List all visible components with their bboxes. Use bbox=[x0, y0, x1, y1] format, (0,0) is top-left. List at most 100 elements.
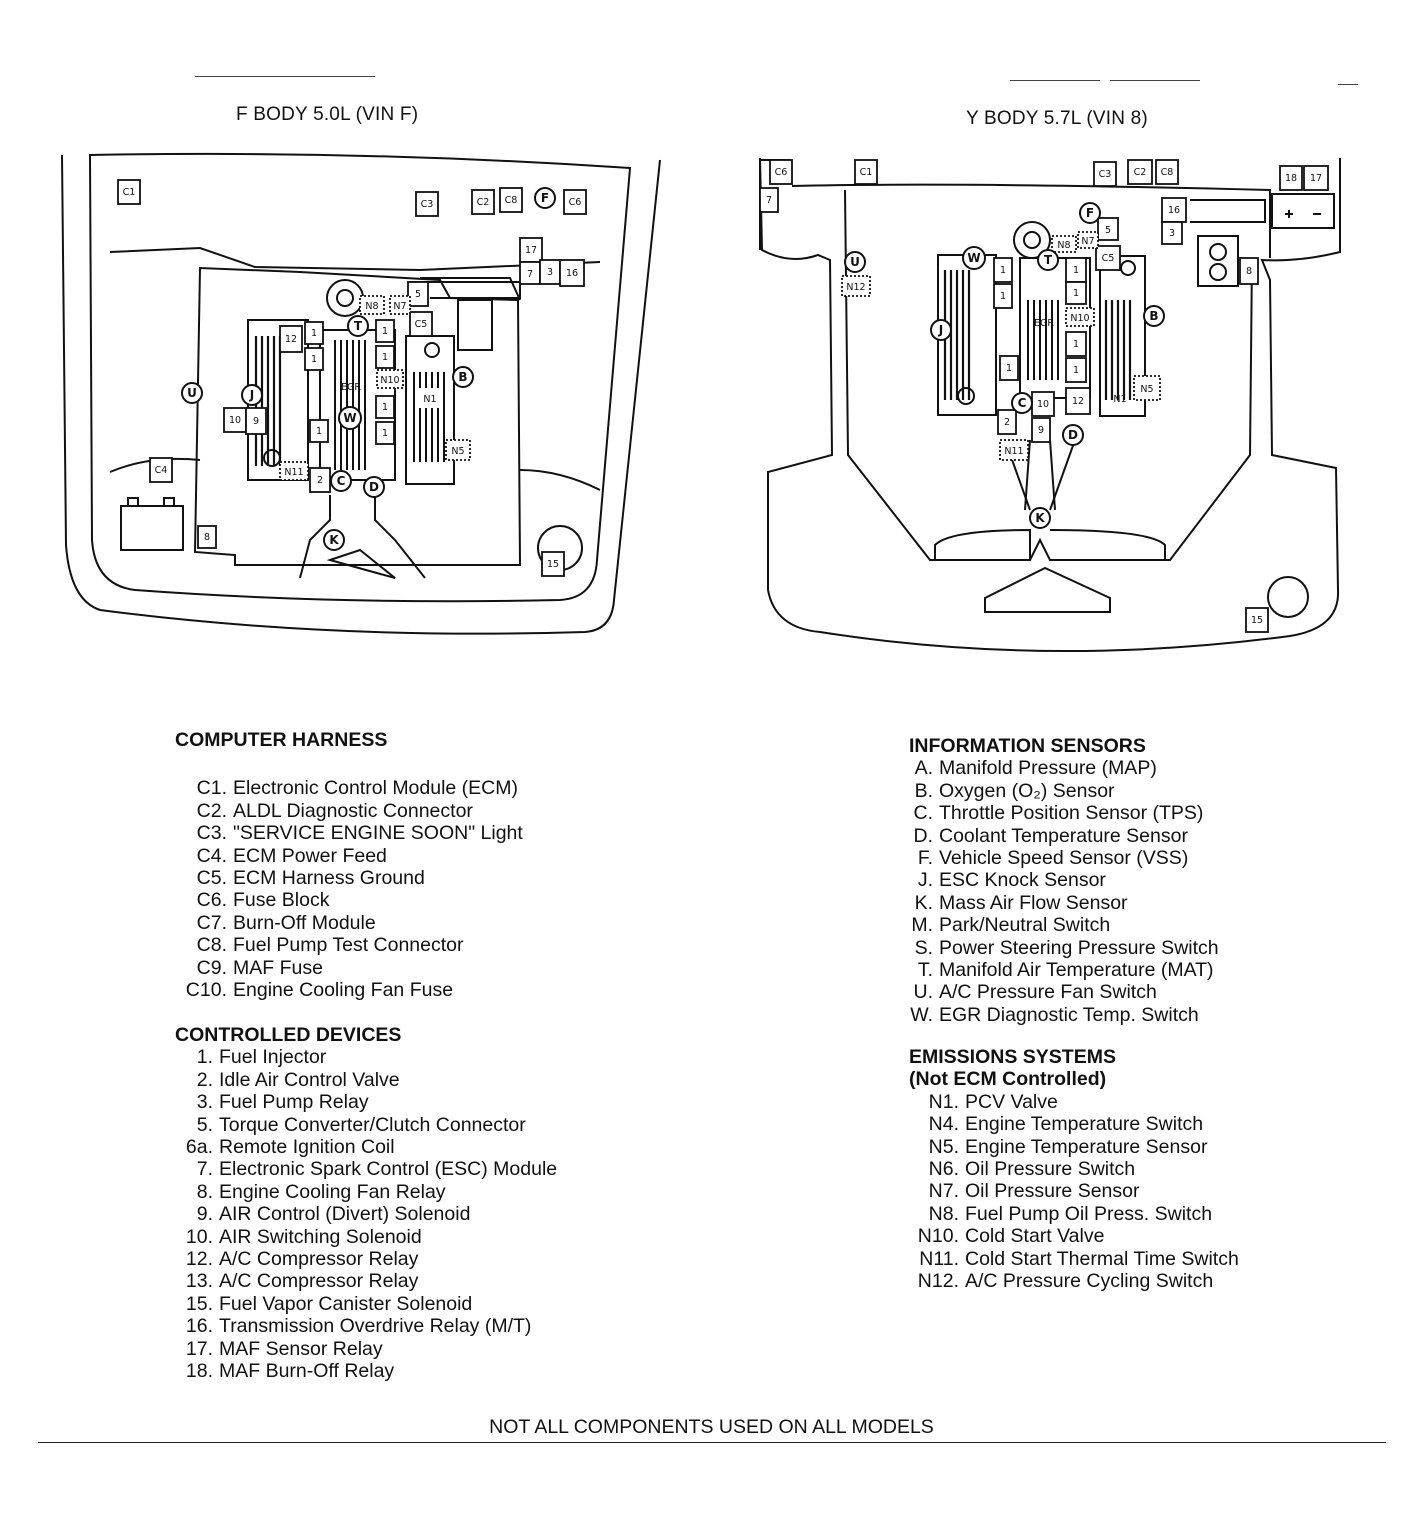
svg-text:10: 10 bbox=[229, 415, 241, 426]
sensor-r-c: C bbox=[1011, 392, 1033, 414]
svg-text:1: 1 bbox=[311, 328, 317, 339]
emissions-systems-subtitle: (Not ECM Controlled) bbox=[909, 1068, 1107, 1091]
svg-text:N8: N8 bbox=[365, 301, 378, 312]
legend-item-code: 17. bbox=[185, 1337, 213, 1360]
legend-item: 7.Electronic Spark Control (ESC) Module bbox=[175, 1158, 557, 1180]
legend-item-text: Oxygen (O₂) Sensor bbox=[939, 779, 1115, 802]
legend-item-text: MAF Fuse bbox=[233, 956, 323, 979]
legend-item-text: Engine Temperature Switch bbox=[965, 1113, 1204, 1136]
label-n8: N8 bbox=[359, 295, 385, 315]
label-c2: C2 bbox=[471, 189, 495, 215]
legend-item-code: C6. bbox=[196, 889, 227, 912]
legend-item: C6. Fuse Block bbox=[175, 889, 523, 911]
legend-item-text: Cold Start Valve bbox=[965, 1225, 1105, 1248]
svg-text:N8: N8 bbox=[1057, 240, 1070, 251]
legend-item-code: S. bbox=[914, 936, 933, 959]
svg-text:1: 1 bbox=[1073, 288, 1079, 299]
legend-item-text: ECM Power Feed bbox=[233, 844, 387, 867]
svg-text:N1: N1 bbox=[1113, 394, 1126, 405]
svg-text:J: J bbox=[249, 388, 254, 402]
svg-text:1: 1 bbox=[1000, 265, 1006, 276]
label-r-c6: C6 bbox=[769, 159, 793, 185]
label-1d: 1 bbox=[375, 345, 395, 369]
svg-text:1: 1 bbox=[1000, 291, 1006, 302]
legend-item-text: Torque Converter/Clutch Connector bbox=[219, 1113, 526, 1136]
svg-text:C3: C3 bbox=[1099, 169, 1112, 180]
svg-text:7: 7 bbox=[527, 269, 533, 280]
sensor-k: K bbox=[323, 529, 345, 551]
svg-text:1: 1 bbox=[311, 354, 317, 365]
svg-text:C1: C1 bbox=[123, 187, 136, 198]
legend-item: N5.Engine Temperature Sensor bbox=[909, 1136, 1239, 1158]
f-body-diagram bbox=[61, 152, 661, 635]
svg-text:W: W bbox=[967, 251, 980, 265]
right-diagram-title: Y BODY 5.7L (VIN 8) bbox=[966, 108, 1148, 129]
legend-item: C5.ECM Harness Ground bbox=[175, 867, 523, 889]
legend-item: C10.Engine Cooling Fan Fuse bbox=[175, 979, 523, 1001]
label-r-1g: 1 bbox=[999, 355, 1019, 381]
label-8: 8 bbox=[197, 525, 217, 549]
sensor-r-f: F bbox=[1079, 202, 1101, 224]
legend-item-code: D. bbox=[913, 824, 934, 847]
svg-text:T: T bbox=[354, 319, 363, 333]
svg-text:N12: N12 bbox=[846, 282, 865, 293]
legend-item-text: MAF Burn-Off Relay bbox=[219, 1360, 395, 1383]
label-r-egr: EGR bbox=[1034, 318, 1054, 329]
legend-item-text: AIR Switching Solenoid bbox=[219, 1225, 422, 1248]
svg-text:C4: C4 bbox=[155, 465, 168, 476]
legend-item: 13.A/C Compressor Relay bbox=[175, 1270, 557, 1292]
legend-item: F.Vehicle Speed Sensor (VSS) bbox=[909, 847, 1219, 869]
footer-note: NOT ALL COMPONENTS USED ON ALL MODELS bbox=[489, 1416, 934, 1438]
label-15: 15 bbox=[541, 551, 565, 577]
legend-item: C7.Burn-Off Module bbox=[175, 912, 523, 934]
svg-text:B: B bbox=[458, 370, 467, 384]
legend-item-text: Fuse Block bbox=[233, 889, 330, 912]
legend-item-text: "SERVICE ENGINE SOON" Light bbox=[233, 822, 523, 845]
legend-item-code: C4. bbox=[196, 844, 227, 867]
label-2: 2 bbox=[309, 467, 331, 493]
label-egr: EGR bbox=[341, 382, 361, 393]
legend-item: S.Power Steering Pressure Switch bbox=[909, 937, 1219, 959]
label-r-16: 16 bbox=[1161, 197, 1187, 223]
label-7: 7 bbox=[519, 261, 541, 285]
sensor-u: U bbox=[181, 382, 203, 404]
svg-text:12: 12 bbox=[1072, 396, 1084, 407]
label-r-15: 15 bbox=[1245, 607, 1269, 633]
legend-item: M.Park/Neutral Switch bbox=[909, 914, 1219, 936]
information-sensors-legend: INFORMATION SENSORS A.Manifold Pressure … bbox=[909, 735, 1219, 1026]
svg-text:8: 8 bbox=[1246, 266, 1252, 277]
svg-text:3: 3 bbox=[1169, 228, 1175, 239]
svg-text:EGR: EGR bbox=[1034, 318, 1054, 329]
legend-item-text: Idle Air Control Valve bbox=[219, 1068, 400, 1091]
label-r-5: 5 bbox=[1097, 217, 1119, 241]
legend-item-text: Transmission Overdrive Relay (M/T) bbox=[219, 1315, 532, 1338]
legend-item-code: N8. bbox=[928, 1202, 959, 1225]
legend-item-text: PCV Valve bbox=[965, 1090, 1058, 1113]
label-r-n7: N7 bbox=[1077, 231, 1099, 249]
scan-mark bbox=[1338, 84, 1358, 85]
legend-item-code: 16. bbox=[185, 1315, 213, 1338]
sensor-r-d: D bbox=[1062, 424, 1084, 446]
label-n5: N5 bbox=[445, 439, 471, 461]
label-r-1e: 1 bbox=[1065, 331, 1087, 357]
legend-item-code: T. bbox=[917, 959, 933, 982]
legend-item: 1.Fuel Injector bbox=[175, 1046, 557, 1068]
label-r-7: 7 bbox=[759, 187, 779, 213]
sensor-b: B bbox=[452, 366, 474, 388]
svg-text:3: 3 bbox=[547, 267, 553, 278]
emissions-systems-title: EMISSIONS SYSTEMS bbox=[909, 1046, 1116, 1068]
legend-item-code: 18. bbox=[185, 1360, 213, 1383]
svg-text:1: 1 bbox=[382, 326, 388, 337]
svg-text:N1: N1 bbox=[423, 394, 436, 405]
legend-item-code: N10. bbox=[917, 1225, 959, 1248]
label-c6: C6 bbox=[563, 189, 587, 215]
legend-item: C.Throttle Position Sensor (TPS) bbox=[909, 802, 1219, 824]
label-1g: 1 bbox=[309, 419, 329, 443]
legend-item: 6a.Remote Ignition Coil bbox=[175, 1136, 557, 1158]
label-1a: 1 bbox=[304, 321, 324, 345]
legend-item-text: EGR Diagnostic Temp. Switch bbox=[939, 1003, 1199, 1026]
legend-item-text: Engine Cooling Fan Fuse bbox=[233, 979, 454, 1002]
information-sensors-title: INFORMATION SENSORS bbox=[909, 735, 1146, 757]
